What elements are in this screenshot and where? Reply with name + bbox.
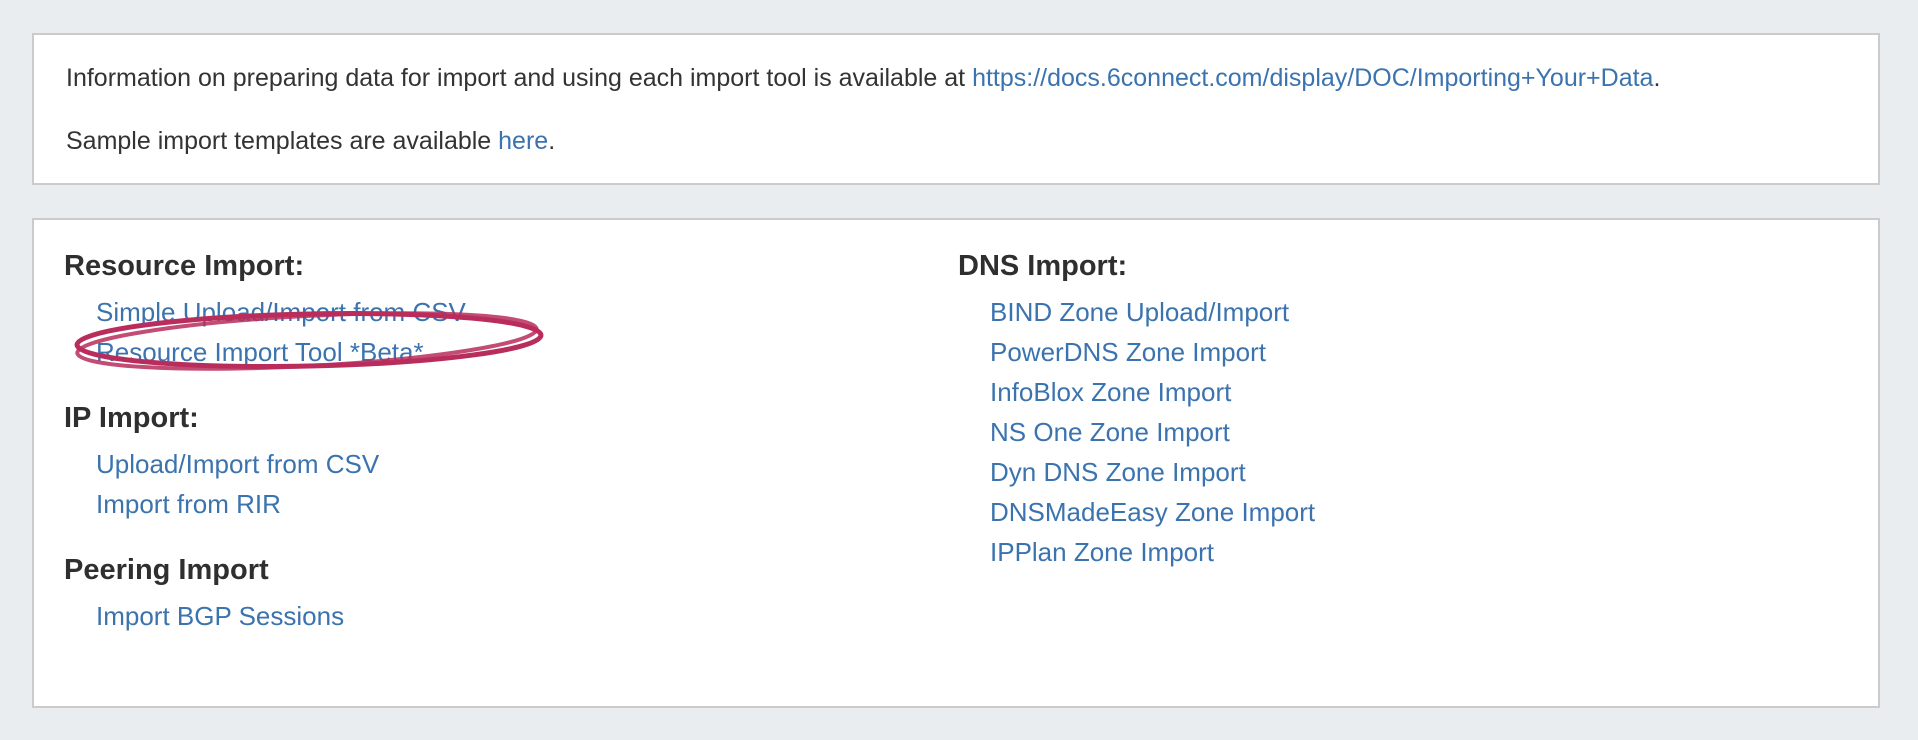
dns-import-heading: DNS Import: <box>958 250 1128 282</box>
resource-import-heading: Resource Import: <box>64 250 305 282</box>
link-import-bgp-sessions[interactable]: Import BGP Sessions <box>96 601 345 631</box>
ip-import-heading: IP Import: <box>64 402 199 434</box>
link-bind-zone-upload-import[interactable]: BIND Zone Upload/Import <box>990 297 1290 327</box>
dns-import-links: BIND Zone Upload/Import PowerDNS Zone Im… <box>958 292 1848 572</box>
link-resource-import-tool-beta[interactable]: Resource Import Tool *Beta* <box>96 337 424 367</box>
info-line-1-period: . <box>1653 64 1661 92</box>
templates-here-link[interactable]: here <box>498 127 549 155</box>
info-line-1-text: Information on preparing data for import… <box>66 64 973 92</box>
link-import-from-rir[interactable]: Import from RIR <box>96 489 281 519</box>
info-line-1: Information on preparing data for import… <box>66 59 1846 97</box>
link-upload-import-from-csv[interactable]: Upload/Import from CSV <box>96 449 380 479</box>
info-line-2-text: Sample import templates are available <box>66 127 499 155</box>
link-dyn-dns-zone-import[interactable]: Dyn DNS Zone Import <box>990 457 1246 487</box>
link-powerdns-zone-import[interactable]: PowerDNS Zone Import <box>990 337 1266 367</box>
link-simple-upload-import-from-csv[interactable]: Simple Upload/Import from CSV <box>96 297 466 327</box>
resource-import-links: Simple Upload/Import from CSV Resource I… <box>64 292 958 372</box>
info-panel: Information on preparing data for import… <box>32 33 1880 185</box>
link-dnsmadeeasy-zone-import[interactable]: DNSMadeEasy Zone Import <box>990 497 1316 527</box>
docs-import-link[interactable]: https://docs.6connect.com/display/DOC/Im… <box>972 64 1654 92</box>
info-line-2: Sample import templates are available he… <box>66 122 1846 160</box>
ip-import-links: Upload/Import from CSV Import from RIR <box>64 444 958 524</box>
peering-import-links: Import BGP Sessions <box>64 596 958 636</box>
info-line-2-period: . <box>548 127 556 155</box>
link-infoblox-zone-import[interactable]: InfoBlox Zone Import <box>990 377 1232 407</box>
peering-import-heading: Peering Import <box>64 554 269 586</box>
link-ns-one-zone-import[interactable]: NS One Zone Import <box>990 417 1230 447</box>
import-tools-panel: Resource Import: Simple Upload/Import fr… <box>32 218 1880 708</box>
link-ipplan-zone-import[interactable]: IPPlan Zone Import <box>990 537 1214 567</box>
right-import-column: DNS Import: BIND Zone Upload/Import Powe… <box>958 248 1848 636</box>
left-import-column: Resource Import: Simple Upload/Import fr… <box>64 248 958 636</box>
